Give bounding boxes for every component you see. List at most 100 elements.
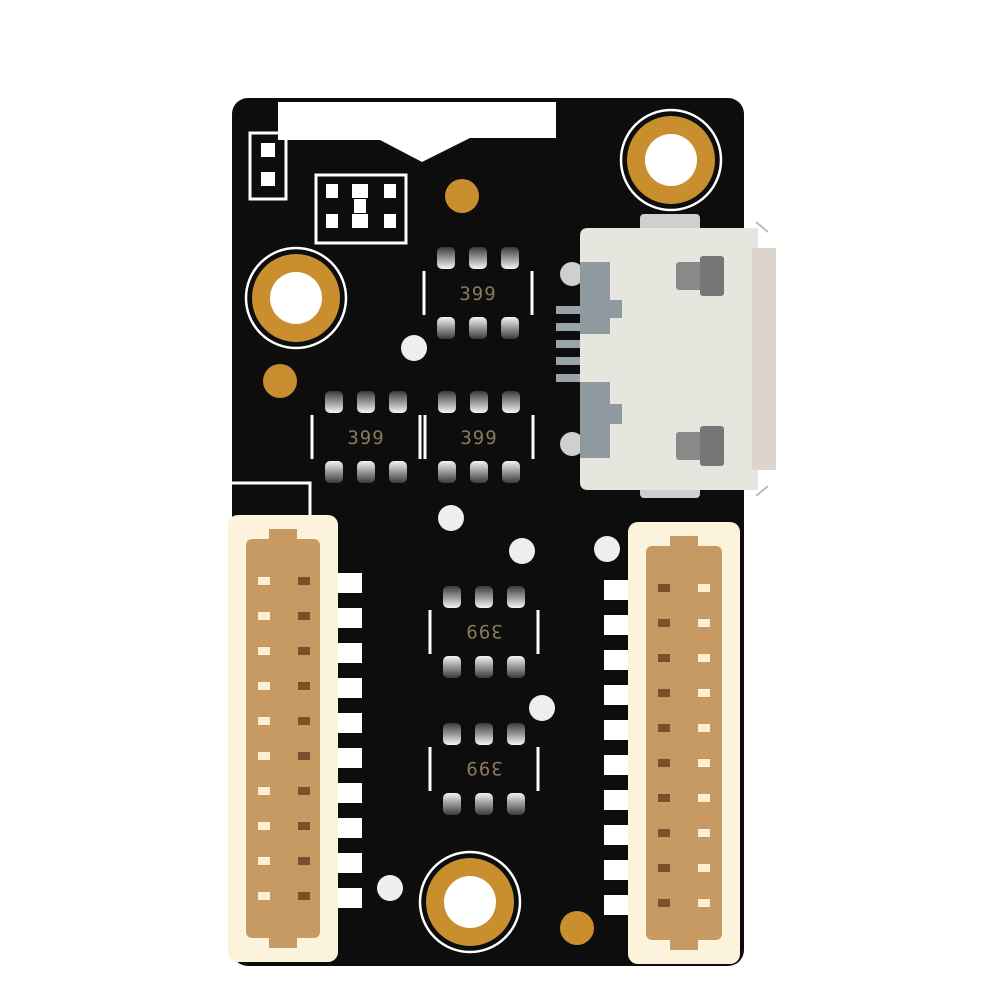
chips-layer: 399 399 399 399 399	[310, 247, 540, 815]
connector-pin	[338, 713, 362, 733]
connector-contact	[658, 689, 670, 697]
connector-contact	[258, 787, 270, 795]
silkscreen-label-area	[278, 102, 556, 162]
connector-pin	[338, 608, 362, 628]
via	[401, 335, 427, 361]
connector-contact	[658, 724, 670, 732]
via	[509, 538, 535, 564]
chip-pad	[502, 391, 520, 413]
connector-contact	[298, 857, 310, 865]
test-pad	[263, 364, 297, 398]
connector-pin	[338, 643, 362, 663]
connectors-layer	[228, 515, 740, 964]
connector-contact	[258, 717, 270, 725]
ic-chip-icon: 399	[428, 586, 540, 678]
chip-pad	[501, 317, 519, 339]
chip-pad	[507, 586, 525, 608]
connector-contact	[258, 612, 270, 620]
chip-pad	[438, 461, 456, 483]
connector-contact	[298, 752, 310, 760]
chip-pad	[443, 586, 461, 608]
chip-pad	[507, 793, 525, 815]
connector-contact	[298, 717, 310, 725]
chip-marking: 399	[465, 757, 502, 779]
chip-pad	[357, 461, 375, 483]
chip-pad	[507, 656, 525, 678]
solder-jumper	[314, 173, 408, 245]
ic-chip-icon: 399	[423, 391, 535, 483]
connector-contact	[298, 822, 310, 830]
jst-connector-icon	[604, 522, 740, 964]
connector-contact	[298, 577, 310, 585]
ic-chip-icon: 399	[428, 723, 540, 815]
chip-pad	[475, 793, 493, 815]
connector-pin	[604, 825, 628, 845]
connector-pin	[604, 720, 628, 740]
connector-contact	[698, 864, 710, 872]
connector-contact	[298, 647, 310, 655]
connector-pin	[604, 860, 628, 880]
connector-pin	[338, 888, 362, 908]
connector-pin	[338, 573, 362, 593]
connector-pin	[338, 748, 362, 768]
chip-pad	[443, 793, 461, 815]
mounting-hole-icon	[619, 108, 723, 212]
connector-contact	[698, 584, 710, 592]
ic-chip-icon: 399	[310, 391, 422, 483]
connector-contact	[698, 794, 710, 802]
mounting-hole-icon	[244, 246, 348, 350]
connector-pin	[604, 580, 628, 600]
connector-pin	[604, 790, 628, 810]
connector-pin	[604, 895, 628, 915]
connector-contact	[698, 724, 710, 732]
connector-contact	[258, 682, 270, 690]
chip-pad	[470, 391, 488, 413]
connector-contact	[258, 892, 270, 900]
chip-pad	[502, 461, 520, 483]
chip-marking: 399	[460, 427, 497, 449]
two-pin-header	[248, 131, 288, 201]
connector-contact	[698, 689, 710, 697]
connector-contact	[258, 822, 270, 830]
via	[438, 505, 464, 531]
chip-pad	[507, 723, 525, 745]
chip-pad	[475, 656, 493, 678]
chip-pad	[443, 723, 461, 745]
connector-contact	[698, 654, 710, 662]
chip-pad	[469, 247, 487, 269]
connector-contact	[658, 654, 670, 662]
chip-pad	[325, 391, 343, 413]
connector-pin	[604, 615, 628, 635]
via	[529, 695, 555, 721]
connector-contact	[658, 759, 670, 767]
jst-connector-icon	[228, 515, 362, 962]
chip-marking: 399	[459, 283, 496, 305]
connector-pin	[338, 818, 362, 838]
connector-contact	[658, 899, 670, 907]
silkscreen-outline	[232, 481, 312, 520]
connector-contact	[298, 787, 310, 795]
connector-contact	[258, 647, 270, 655]
chip-pad	[325, 461, 343, 483]
chip-pad	[469, 317, 487, 339]
connector-contact	[658, 619, 670, 627]
via	[377, 875, 403, 901]
usb-port-icon	[556, 214, 776, 498]
connector-pin	[338, 783, 362, 803]
connector-contact	[298, 892, 310, 900]
connector-contact	[298, 682, 310, 690]
chip-marking: 399	[465, 620, 502, 642]
connector-pin	[604, 685, 628, 705]
chip-marking: 399	[347, 427, 384, 449]
chip-pad	[470, 461, 488, 483]
test-pad	[445, 179, 479, 213]
chip-pad	[501, 247, 519, 269]
connector-contact	[258, 752, 270, 760]
connector-contact	[658, 864, 670, 872]
via	[594, 536, 620, 562]
mounting-hole-icon	[418, 850, 522, 954]
connector-contact	[658, 794, 670, 802]
chip-pad	[437, 247, 455, 269]
connector-contact	[698, 899, 710, 907]
